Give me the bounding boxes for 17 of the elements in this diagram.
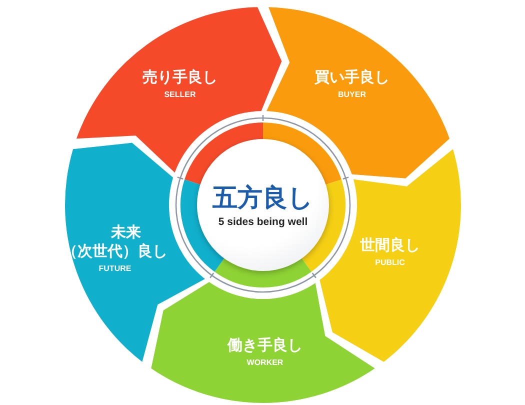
segment-title: 世間良し (359, 236, 421, 255)
segment-subtitle: PUBLIC (374, 258, 406, 268)
segment-title: 売り手良し (142, 68, 218, 87)
arrow-segment (76, 7, 282, 175)
arrow-segment (65, 142, 207, 362)
segment-subtitle: SELLER (163, 90, 197, 100)
segment-subtitle: BUYER (336, 90, 367, 100)
arrow-segment (265, 7, 450, 179)
arrow-segment (319, 149, 461, 362)
segment-title: 未来（次世代）良し (62, 222, 168, 260)
segment-title: 買い手良し (314, 68, 390, 87)
arrow-segment (151, 280, 375, 403)
segment-subtitle: FUTURE (98, 264, 132, 274)
center-title: 五方良し (212, 182, 314, 212)
segment-title: 働き手良し (226, 336, 304, 355)
segment-subtitle: WORKER (246, 358, 284, 368)
center-subtitle: 5 sides being well (218, 216, 308, 228)
